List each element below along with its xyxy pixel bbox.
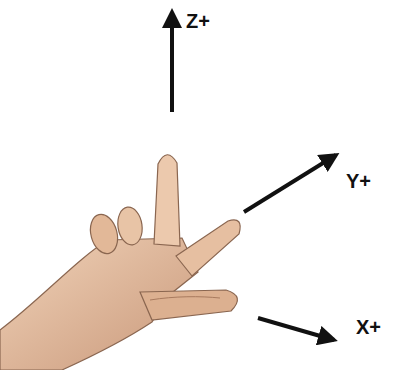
x-axis-arrow: [258, 318, 334, 340]
axis-label: Y+: [346, 170, 371, 192]
axis-label: X+: [356, 316, 381, 338]
y-axis-arrow: [244, 155, 336, 212]
hand: [0, 155, 240, 370]
axis-label: Z+: [186, 10, 210, 32]
z-axis-arrow: [170, 12, 174, 112]
